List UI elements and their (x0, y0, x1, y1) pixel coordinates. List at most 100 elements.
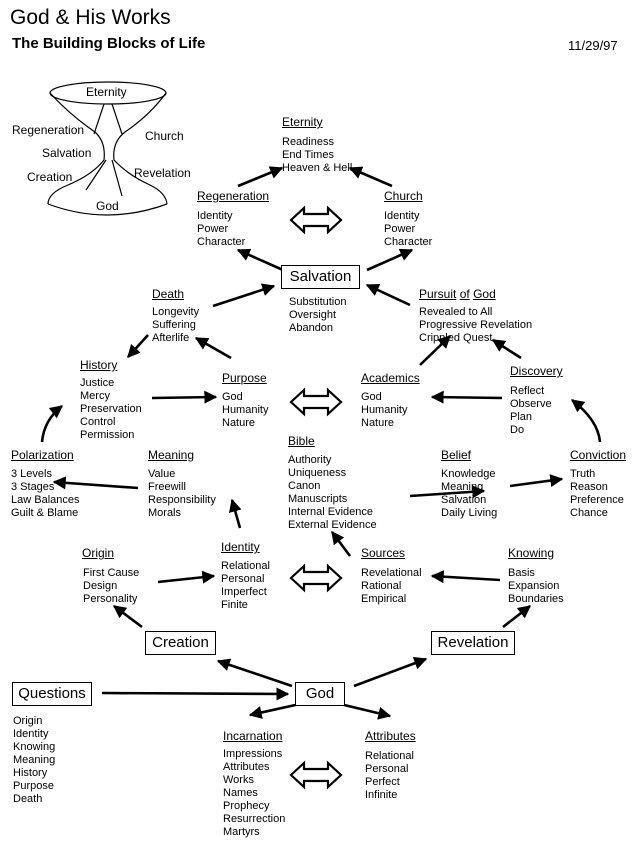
list-item: Readiness (282, 136, 334, 148)
list-item: Relational (221, 560, 270, 572)
origin-list: First Cause Design Personality (83, 567, 139, 606)
list-item: Meaning (441, 481, 484, 493)
history-heading: History (80, 358, 118, 372)
list-item: Personal (365, 763, 409, 775)
hourglass-creation-label: Creation (27, 170, 73, 184)
list-item: Justice (80, 377, 115, 389)
list-item: Preservation (80, 403, 142, 415)
list-item: Afterlife (152, 332, 190, 344)
bible-heading: Bible (288, 434, 315, 448)
revelation-box: Revelation (431, 631, 515, 655)
list-item: Boundaries (508, 593, 564, 605)
sources-list: Revelational Rational Empirical (361, 567, 422, 606)
belief-list: Knowledge Meaning Salvation Daily Living (441, 468, 497, 520)
list-item: Finite (221, 599, 248, 611)
list-item: Chance (570, 507, 608, 519)
list-item: History (13, 767, 48, 779)
god-box: God (295, 682, 345, 706)
list-item: Character (384, 236, 433, 248)
list-item: Impressions (223, 748, 283, 760)
list-item: Internal Evidence (288, 506, 373, 518)
eternity-list: Readiness End Times Heaven & Hell (282, 136, 352, 175)
pursuit-heading: Pursuit of God (419, 287, 496, 301)
conviction-list: Truth Reason Preference Chance (570, 468, 624, 520)
origin-heading: Origin (82, 546, 115, 560)
page-title: God & His Works (10, 6, 171, 29)
list-item: Knowledge (441, 468, 496, 480)
list-item: Responsibility (148, 494, 216, 506)
eternity-heading: Eternity (282, 115, 323, 129)
pursuit-heading-a: Pursuit (419, 287, 457, 301)
list-item: End Times (282, 149, 334, 161)
list-item: Authority (288, 454, 332, 466)
list-item: Freewill (148, 481, 186, 493)
list-item: Personality (83, 593, 138, 605)
questions-box: Questions (12, 682, 92, 706)
hourglass-salvation-label: Salvation (42, 146, 92, 160)
discovery-heading: Discovery (510, 364, 563, 378)
incarnation-heading: Incarnation (223, 729, 283, 743)
hourglass-church-label: Church (145, 129, 184, 143)
list-item: Identity (197, 210, 233, 222)
incarnation-list: Impressions Attributes Works Names Proph… (223, 748, 285, 839)
list-item: Martyrs (223, 826, 260, 838)
polarization-list: 3 Levels 3 Stages Law Balances Guilt & B… (11, 468, 80, 520)
discovery-list: Reflect Observe Plan Do (510, 385, 552, 437)
salvation-box: Salvation (281, 265, 360, 289)
hourglass-eternity-label: Eternity (86, 85, 127, 99)
hourglass-icon (47, 81, 168, 216)
purpose-heading: Purpose (222, 371, 267, 385)
list-item: Permission (80, 429, 135, 441)
list-item: Expansion (508, 580, 560, 592)
list-item: Attributes (223, 761, 270, 773)
list-item: Mercy (80, 390, 110, 402)
sources-heading: Sources (361, 546, 406, 560)
pursuit-list: Revealed to All Progressive Revelation C… (419, 306, 532, 345)
list-item: Prophecy (223, 800, 270, 812)
list-item: Power (384, 223, 416, 235)
list-item: Identity (13, 728, 49, 740)
list-item: Suffering (152, 319, 196, 331)
list-item: Revelational (361, 567, 422, 579)
pursuit-heading-c: God (473, 287, 496, 301)
list-item: Heaven & Hell (282, 162, 353, 174)
list-item: Plan (510, 411, 533, 423)
list-item: Works (223, 774, 254, 786)
attributes-heading: Attributes (365, 729, 416, 743)
list-item: Do (510, 424, 525, 436)
regeneration-heading: Regeneration (197, 189, 270, 203)
list-item: Value (148, 468, 176, 480)
list-item: Meaning (13, 754, 56, 766)
list-item: Control (80, 416, 116, 428)
questions-list: Origin Identity Knowing Meaning History … (13, 715, 55, 806)
list-item: Observe (510, 398, 552, 410)
hourglass-god-label: God (96, 199, 119, 213)
list-item: Power (197, 223, 229, 235)
list-item: Crippled Quest (419, 332, 493, 344)
list-item: Abandon (289, 322, 334, 334)
meaning-list: Value Freewill Responsibility Morals (148, 468, 216, 520)
list-item: Revealed to All (419, 306, 493, 318)
list-item: Reflect (510, 385, 545, 397)
list-item: Knowing (13, 741, 56, 753)
list-item: External Evidence (288, 519, 377, 531)
list-item: Longevity (152, 306, 200, 318)
list-item: Guilt & Blame (11, 507, 79, 519)
conviction-heading: Conviction (570, 448, 627, 462)
list-item: Nature (222, 417, 256, 429)
list-item: Death (13, 793, 43, 805)
meaning-heading: Meaning (148, 448, 195, 462)
list-item: Substitution (289, 296, 347, 308)
list-item: Imperfect (221, 586, 267, 598)
list-item: Relational (365, 750, 414, 762)
list-item: Design (83, 580, 118, 592)
pursuit-heading-b: of (459, 287, 470, 301)
knowing-list: Basis Expansion Boundaries (508, 567, 564, 606)
page-subtitle: The Building Blocks of Life (12, 35, 206, 52)
death-heading: Death (152, 287, 185, 301)
polarization-heading: Polarization (11, 448, 74, 462)
list-item: Humanity (222, 404, 269, 416)
list-item: Perfect (365, 776, 400, 788)
hourglass-revelation-label: Revelation (134, 166, 191, 180)
